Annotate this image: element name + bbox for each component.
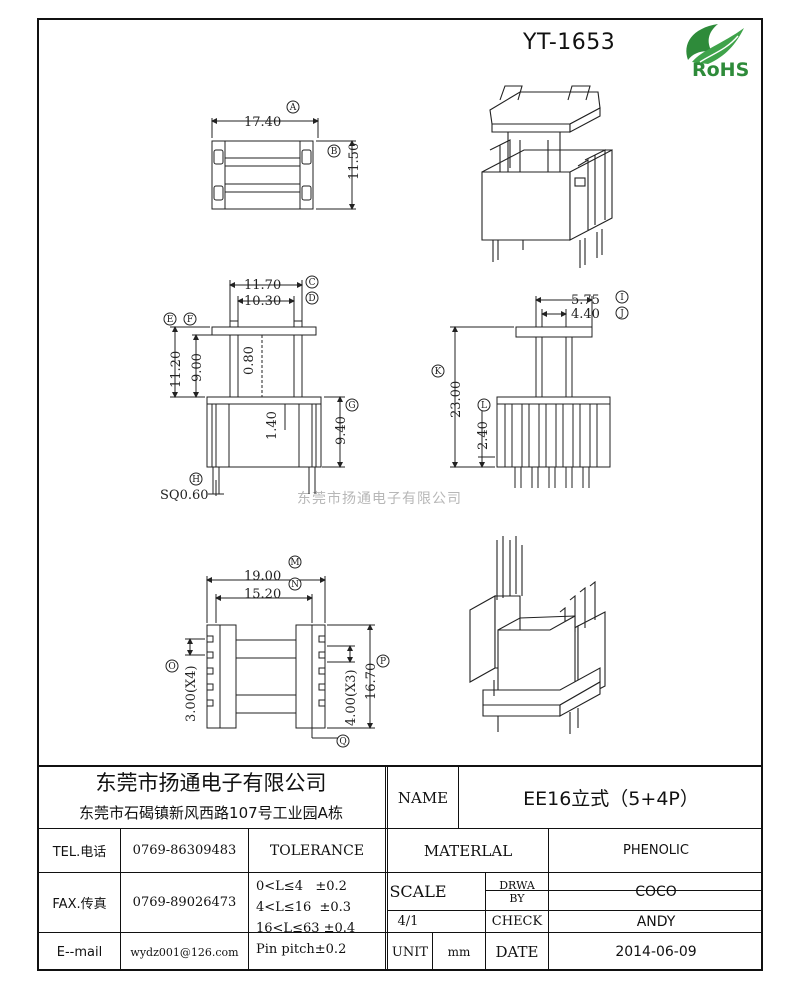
dim-11-50: 11.50 <box>347 143 362 180</box>
company-address: 东莞市石碣镇新风西路107号工业园A栋 <box>79 803 343 822</box>
ref-n: N <box>288 577 302 591</box>
dim-16-70: 16.70 <box>364 663 379 700</box>
svg-text:I: I <box>620 293 624 303</box>
tel-label: TEL.电话 <box>52 845 107 860</box>
ref-i: I <box>615 290 629 304</box>
dim-0-80: 0.80 <box>242 346 257 375</box>
dim-4-00x3: 4.00(X3) <box>344 669 359 726</box>
ref-g: G <box>345 398 359 412</box>
ref-b: B <box>327 144 341 158</box>
dim-3-00x4: 3.00(X4) <box>184 665 199 722</box>
fax-value: 0769-89026473 <box>132 895 237 910</box>
ref-f: F <box>183 312 197 326</box>
svg-text:Q: Q <box>339 737 346 747</box>
dim-9-40: 9.40 <box>334 416 349 445</box>
drawn-by-label: DRWA BY <box>499 879 535 905</box>
company-name: 东莞市扬通电子有限公司 <box>95 771 327 795</box>
material-label: MATERLAL <box>423 841 513 860</box>
ref-d: D <box>305 291 319 305</box>
dim-10-30: 10.30 <box>244 294 281 309</box>
svg-text:O: O <box>168 662 175 672</box>
watermark: 东莞市扬通电子有限公司 <box>297 491 462 507</box>
ref-e: E <box>163 312 177 326</box>
drawing-frame <box>37 18 763 971</box>
tolerance-row: 16<L≤63 ±0.4 <box>256 921 356 936</box>
svg-text:E: E <box>167 315 174 325</box>
check-label: CHECK <box>491 914 543 929</box>
scale-value: 4/1 <box>397 914 419 929</box>
ref-o: O <box>165 659 179 673</box>
svg-text:K: K <box>435 367 442 377</box>
tolerance-table: 0<L≤4 ±0.2 4<L≤16 ±0.3 16<L≤63 ±0.4 Pin … <box>256 876 384 960</box>
tel-value: 0769-86309483 <box>132 843 237 858</box>
tolerance-row: Pin pitch±0.2 <box>256 942 347 957</box>
svg-text:L: L <box>481 401 487 411</box>
drawn-by-value: COCO <box>635 883 677 900</box>
name-value: EE16立式（5+4P） <box>523 788 699 810</box>
svg-text:F: F <box>187 315 193 325</box>
dim-1-40: 1.40 <box>265 411 280 440</box>
email-label: E--mail <box>56 944 103 960</box>
email-value: wydz001@126.com <box>130 945 239 959</box>
svg-text:P: P <box>380 657 386 667</box>
svg-text:H: H <box>192 475 200 485</box>
ref-c: C <box>305 275 319 289</box>
ref-h: H <box>189 472 203 486</box>
svg-text:C: C <box>309 278 316 288</box>
date-value: 2014-06-09 <box>615 944 697 960</box>
bottom-view <box>185 576 375 739</box>
part-number: YT-1653 <box>523 30 616 55</box>
dim-5-75: 5.75 <box>571 293 600 308</box>
fax-label: FAX.传真 <box>52 897 107 912</box>
material-value: PHENOLIC <box>623 843 689 858</box>
ref-a: A <box>286 100 300 114</box>
svg-text:B: B <box>331 147 338 157</box>
svg-text:D: D <box>308 294 315 304</box>
scale-label: SCALE <box>389 882 447 901</box>
rohs-text: RoHS <box>692 59 749 80</box>
tolerance-row: 4<L≤16 ±0.3 <box>256 900 352 915</box>
isometric-view-bottom <box>469 536 606 734</box>
dim-11-70: 11.70 <box>244 278 281 293</box>
dim-sq0-60: SQ0.60 <box>160 488 209 503</box>
ref-j: J <box>615 306 629 320</box>
dim-11-20: 11.20 <box>169 351 184 388</box>
rohs-logo: RoHS <box>686 24 749 80</box>
dim-9-00: 9.00 <box>190 353 205 382</box>
dim-23-00: 23.00 <box>449 381 464 418</box>
dim-2-40: 2.40 <box>476 421 491 450</box>
ref-m: M <box>288 555 302 569</box>
tolerance-label: TOLERANCE <box>269 842 365 859</box>
unit-label: UNIT <box>391 944 429 960</box>
tolerance-row: 0<L≤4 ±0.2 <box>256 879 347 894</box>
top-view <box>211 118 356 210</box>
svg-text:J: J <box>619 309 624 319</box>
svg-text:G: G <box>348 401 355 411</box>
side-view <box>450 296 611 488</box>
ref-k: K <box>431 364 445 378</box>
svg-text:A: A <box>289 103 297 113</box>
ref-q: Q <box>336 734 350 748</box>
svg-text:M: M <box>290 558 299 568</box>
isometric-view-top <box>481 85 613 268</box>
dim-19-00: 19.00 <box>244 569 281 584</box>
dim-15-20: 15.20 <box>244 587 281 602</box>
dim-4-40: 4.40 <box>571 307 600 322</box>
ref-p: P <box>376 654 390 668</box>
name-label: NAME <box>397 788 449 807</box>
date-label: DATE <box>495 943 539 961</box>
unit-value: mm <box>447 945 471 959</box>
svg-text:N: N <box>291 580 299 590</box>
ref-l: L <box>477 398 491 412</box>
dim-17-40: 17.40 <box>244 115 281 130</box>
front-view <box>170 280 345 496</box>
check-value: ANDY <box>636 913 676 930</box>
